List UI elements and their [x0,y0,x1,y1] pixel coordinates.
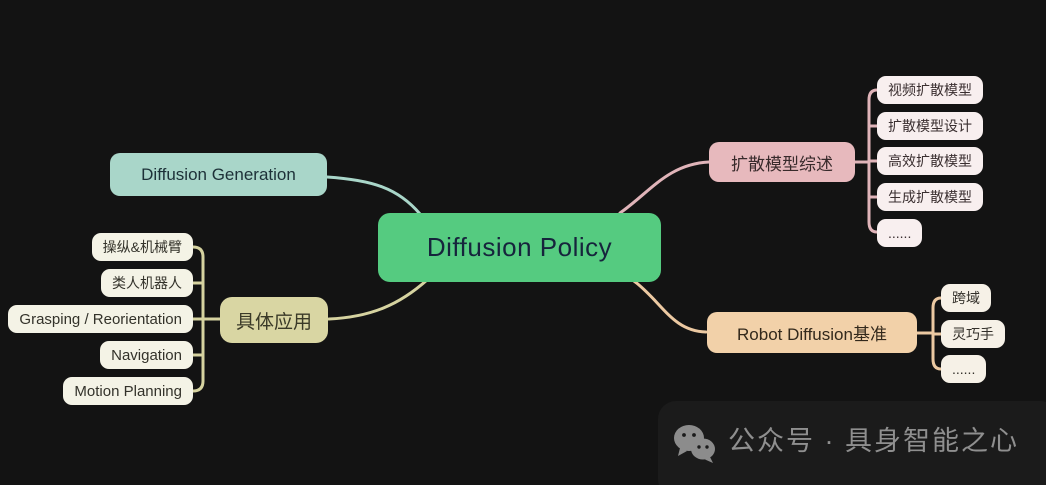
applications-child[interactable]: Motion Planning [63,377,193,405]
applications-child[interactable]: Navigation [100,341,193,369]
edge-benchmark-children [915,296,943,371]
overview-child[interactable]: 生成扩散模型 [877,183,983,211]
benchmark-child[interactable]: 灵巧手 [941,320,1005,348]
edge-applications-children [191,245,222,393]
edge-overview-children [851,88,879,234]
applications-child[interactable]: 操纵&机械臂 [91,233,193,261]
overview-child[interactable]: 视频扩散模型 [877,76,983,104]
node-applications[interactable]: 具体应用 [220,297,328,343]
watermark-panel: 公众号 · 具身智能之心 [658,401,1046,485]
applications-child[interactable]: Grasping / Reorientation [8,305,193,333]
node-diffusion-policy[interactable]: Diffusion Policy [378,213,661,282]
overview-child[interactable]: 扩散模型设计 [877,112,983,140]
edge-benchmark [632,279,708,334]
node-robot-diffusion-benchmark[interactable]: Robot Diffusion基准 [707,312,917,353]
node-diffusion-overview[interactable]: 扩散模型综述 [709,142,855,182]
overview-child-more[interactable]: ...... [877,219,923,247]
overview-child[interactable]: 高效扩散模型 [877,147,983,175]
benchmark-child-more[interactable]: ...... [941,355,987,383]
edge-generation [325,175,422,216]
applications-child[interactable]: 类人机器人 [101,269,193,297]
edge-applications [327,278,429,321]
wechat-icon [674,425,715,463]
watermark-text: 公众号 · 具身智能之心 [728,426,1019,456]
edge-overview [618,160,711,215]
node-diffusion-generation[interactable]: Diffusion Generation [110,153,327,196]
benchmark-child[interactable]: 跨域 [941,284,991,312]
